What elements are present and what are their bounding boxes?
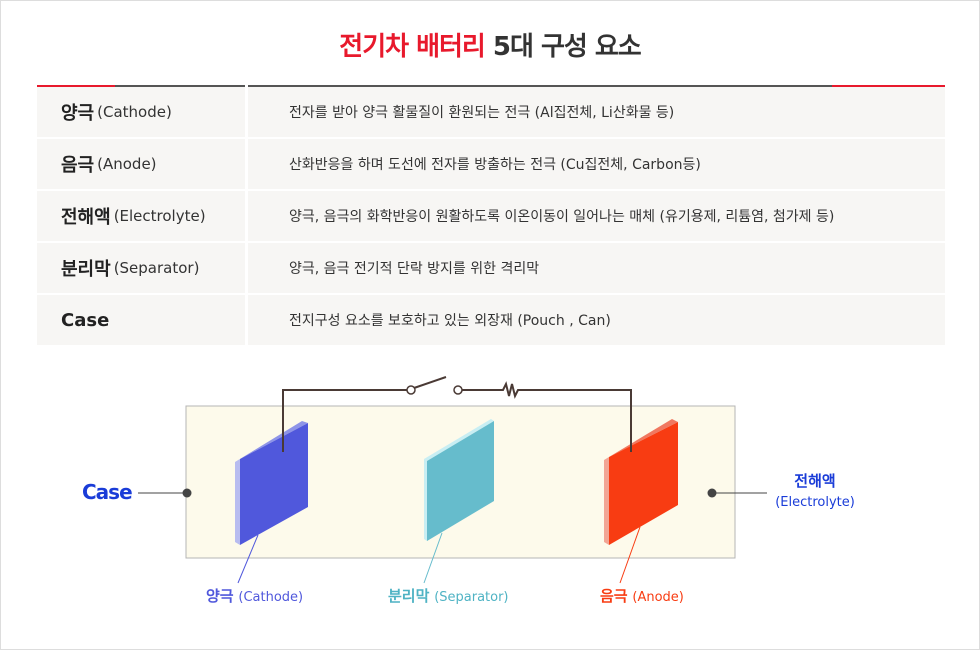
divider	[832, 85, 945, 87]
electrolyte-label: 전해액 (Electrolyte)	[775, 472, 855, 510]
divider	[248, 85, 945, 87]
term-cell: Case	[37, 295, 245, 345]
separator-top	[424, 419, 494, 461]
separator-leader	[423, 532, 443, 584]
case-label: Case	[82, 480, 133, 504]
term-en: (Anode)	[97, 155, 157, 173]
switch-terminal	[406, 385, 416, 395]
description-cell: 양극, 음극 전기적 단락 방지를 위한 격리막	[248, 243, 945, 293]
table-row: Case 전지구성 요소를 보호하고 있는 외장재 (Pouch , Can)	[37, 295, 945, 345]
separator-side	[424, 459, 427, 541]
separator-plate	[427, 421, 494, 541]
anode-side	[604, 457, 609, 545]
page-title: 전기차 배터리 5대 구성 요소	[339, 32, 641, 62]
anode-top	[604, 419, 678, 460]
table-row: 분리막(Separator) 양극, 음극 전기적 단락 방지를 위한 격리막	[37, 243, 945, 293]
cathode-side	[235, 459, 240, 545]
switch-lever	[413, 376, 447, 389]
resistor-wire	[462, 381, 632, 452]
cathode-leader	[237, 534, 259, 584]
term-en: (Separator)	[113, 259, 200, 277]
table-row: 전해액(Electrolyte) 양극, 음극의 화학반응이 원활하도록 이온이…	[37, 191, 945, 241]
term-ko: 양극	[61, 103, 95, 124]
term-ko: 분리막	[61, 259, 111, 280]
description-cell: 전자를 받아 양극 활물질이 환원되는 전극 (Al집전체, Li산화물 등)	[248, 87, 945, 137]
description-cell: 전지구성 요소를 보호하고 있는 외장재 (Pouch , Can)	[248, 295, 945, 345]
term-cell: 분리막(Separator)	[37, 243, 245, 293]
switch-terminal	[453, 385, 463, 395]
separator-label: 분리막 (Separator)	[388, 587, 509, 605]
term-en: (Electrolyte)	[113, 207, 206, 225]
term-ko: 전해액	[61, 207, 111, 228]
cathode-top	[235, 421, 308, 462]
cathode-label: 양극 (Cathode)	[206, 587, 304, 605]
term-cell: 전해액(Electrolyte)	[37, 191, 245, 241]
term-ko: Case	[61, 309, 110, 331]
anode-label: 음극 (Anode)	[600, 587, 684, 605]
anode-plate	[609, 422, 678, 545]
description-cell: 산화반응을 하며 도선에 전자를 방출하는 전극 (Cu집전체, Carbon등…	[248, 139, 945, 189]
cathode-plate	[240, 423, 308, 545]
term-en: (Cathode)	[97, 103, 172, 121]
table-row: 양극(Cathode) 전자를 받아 양극 활물질이 환원되는 전극 (Al집전…	[37, 87, 945, 137]
case-dot	[182, 488, 192, 498]
term-cell: 음극(Anode)	[37, 139, 245, 189]
term-cell: 양극(Cathode)	[37, 87, 245, 137]
electrolyte-dot	[707, 488, 717, 498]
divider	[37, 85, 245, 87]
description-cell: 양극, 음극의 화학반응이 원활하도록 이온이동이 일어나는 매체 (유기용제,…	[248, 191, 945, 241]
divider	[37, 85, 115, 87]
anode-leader	[619, 526, 641, 584]
table-row: 음극(Anode) 산화반응을 하며 도선에 전자를 방출하는 전극 (Cu집전…	[37, 139, 945, 189]
term-ko: 음극	[61, 155, 95, 176]
